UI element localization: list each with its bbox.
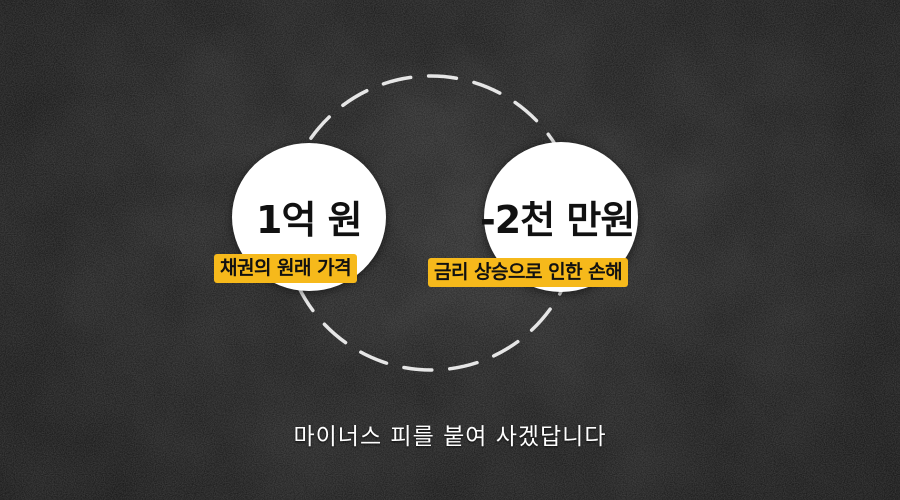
original-price-label: 채권의 원래 가격 (214, 254, 358, 283)
loss-label: 금리 상승으로 인한 손해 (428, 258, 629, 287)
original-price-amount: 1억 원 (256, 198, 363, 242)
loss-amount: -2천 만원 (480, 198, 635, 242)
caption-subtitle: 마이너스 피를 붙여 사겠답니다 (293, 424, 607, 450)
